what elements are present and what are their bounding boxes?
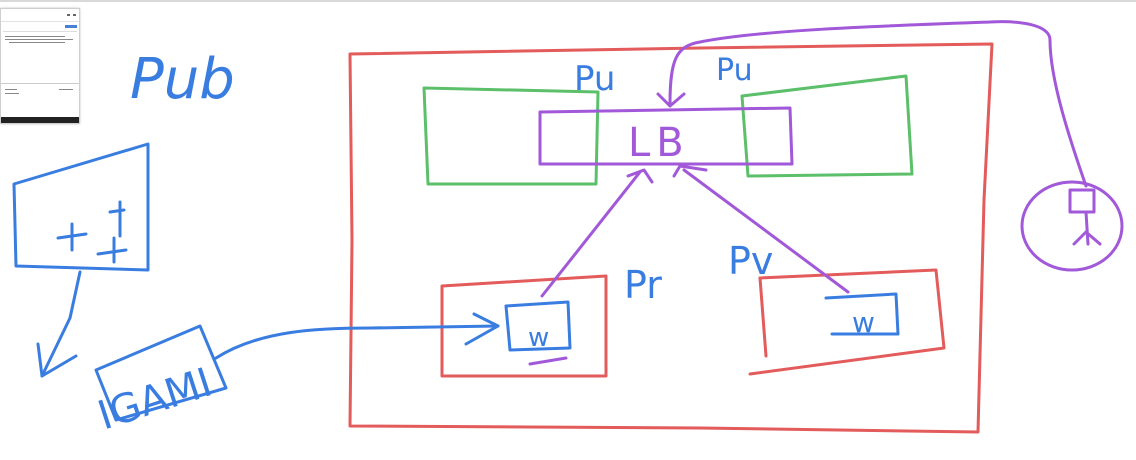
worker-box-right	[824, 292, 900, 336]
private-subnet-left	[440, 274, 608, 378]
worker-box-left	[504, 300, 572, 352]
arrow-worker-right-to-lb	[682, 168, 850, 294]
arrow-head-left	[626, 168, 654, 184]
arrow-head-lb-top	[656, 92, 686, 108]
arrow-user-to-lb	[668, 20, 1088, 188]
private-subnet-right-edge	[758, 276, 768, 358]
arrow-image-to-worker	[214, 324, 500, 360]
private-label-right: Pv	[728, 239, 773, 283]
public-subnet-left	[422, 86, 600, 186]
worker-label-left: w	[528, 323, 549, 353]
user-head-icon	[1068, 188, 1096, 214]
public-label-left: Pu	[574, 59, 615, 99]
load-balancer-label: LB	[628, 120, 690, 166]
worker-label-right: w	[852, 306, 875, 339]
private-label-left: Pr	[624, 263, 662, 307]
top-divider	[0, 0, 1136, 2]
template-plus-marks	[56, 200, 128, 264]
user-circle	[1020, 180, 1124, 272]
public-label-right: Pu	[716, 53, 753, 88]
load-balancer-box	[538, 106, 794, 166]
arrow-head-image	[464, 312, 500, 346]
screenshot-thumbnail[interactable]	[0, 8, 80, 124]
arrow-template-to-image	[40, 270, 82, 378]
image-label: IGAMI	[92, 360, 217, 440]
launch-template-box	[12, 142, 150, 272]
diagram-title: Pub	[130, 47, 235, 112]
arrow-head-template	[36, 342, 78, 378]
public-subnet-right	[740, 74, 914, 178]
image-box	[94, 324, 228, 422]
arrow-worker-left-to-lb	[540, 170, 642, 298]
user-body-icon	[1072, 210, 1102, 246]
vpc-boundary	[348, 42, 994, 434]
arrow-head-right	[672, 164, 708, 178]
private-subnet-right	[748, 268, 946, 376]
worker-left-underline	[528, 356, 568, 366]
